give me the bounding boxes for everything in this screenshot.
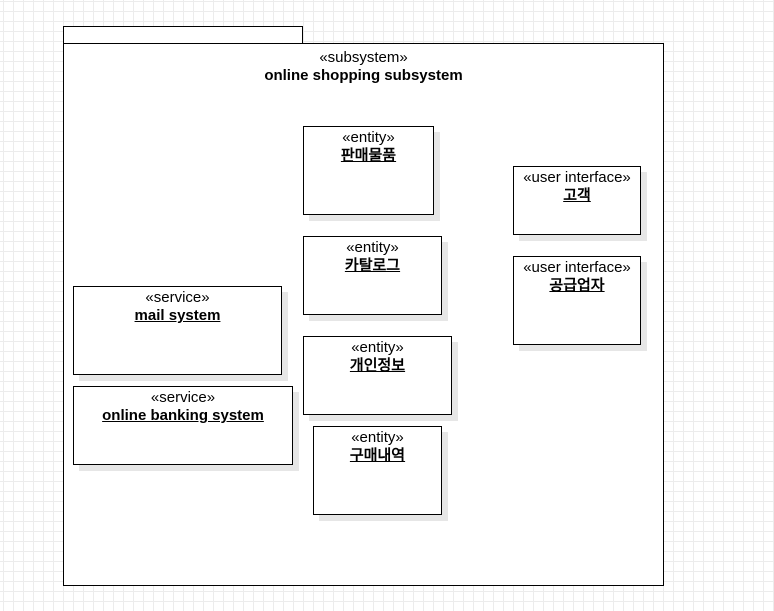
class-stereotype: «user interface» (523, 259, 631, 276)
class-name: online banking system (102, 407, 264, 424)
class-name: 공급업자 (549, 277, 605, 294)
package-tab[interactable] (63, 26, 303, 43)
class-stereotype: «service» (150, 389, 216, 406)
ui-class-customer[interactable]: «user interface» 고객 (513, 166, 641, 235)
class-name: mail system (134, 307, 221, 324)
class-name: 판매물품 (340, 147, 397, 164)
entity-class-purchase-history[interactable]: «entity» 구매내역 (313, 426, 442, 515)
class-stereotype: «entity» (351, 339, 404, 356)
class-stereotype: «entity» (342, 129, 395, 146)
service-class-online-banking-system[interactable]: «service» online banking system (73, 386, 293, 465)
class-stereotype: «user interface» (523, 169, 631, 186)
package-title: online shopping subsystem (264, 67, 463, 84)
ui-class-supplier[interactable]: «user interface» 공급업자 (513, 256, 641, 345)
service-class-mail-system[interactable]: «service» mail system (73, 286, 282, 375)
class-name: 구매내역 (349, 447, 406, 464)
entity-class-sales-item[interactable]: «entity» 판매물품 (303, 126, 434, 215)
class-name: 고객 (563, 187, 591, 204)
class-name: 개인정보 (349, 357, 406, 374)
class-name: 카탈로그 (344, 257, 401, 274)
class-stereotype: «entity» (351, 429, 404, 446)
class-stereotype: «service» (145, 289, 210, 306)
entity-class-catalog[interactable]: «entity» 카탈로그 (303, 236, 442, 315)
entity-class-personal-info[interactable]: «entity» 개인정보 (303, 336, 452, 415)
package-stereotype: «subsystem» (319, 49, 408, 66)
class-stereotype: «entity» (346, 239, 399, 256)
